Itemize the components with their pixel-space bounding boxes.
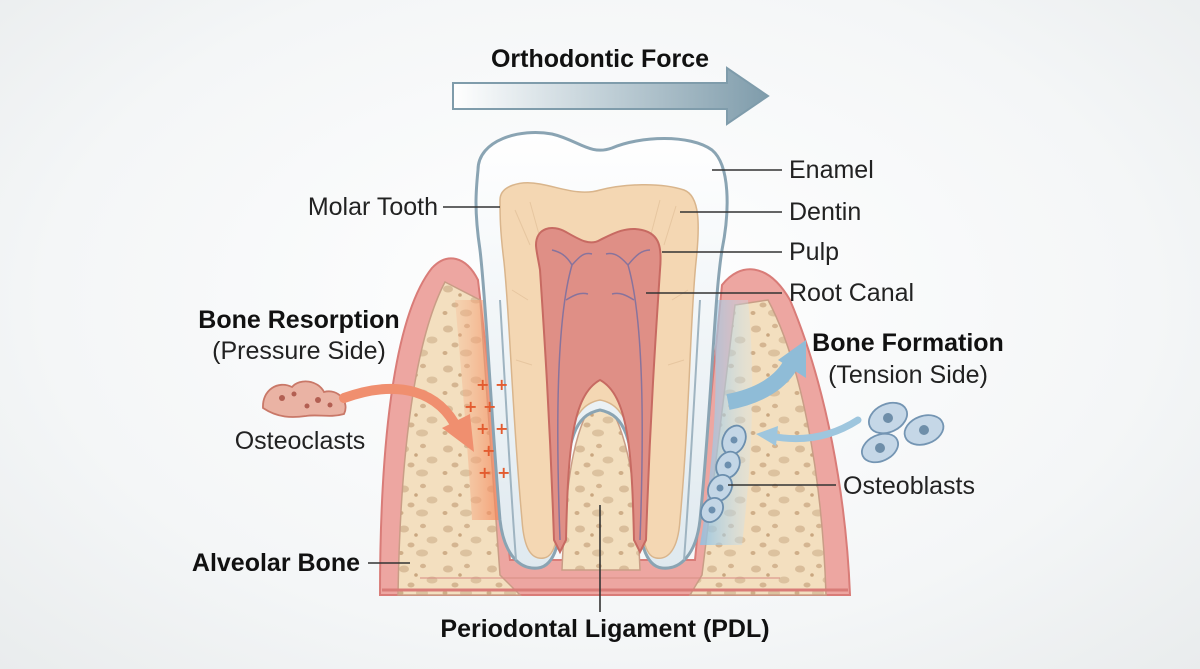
formation-arrow [726, 340, 806, 410]
svg-text:+ +: + + [478, 463, 510, 482]
orthodontic-force-label: Orthodontic Force [491, 45, 709, 73]
svg-text:+ +: + + [476, 375, 508, 394]
osteoclasts-label: Osteoclasts [235, 427, 366, 455]
root-canal-label: Root Canal [789, 279, 914, 307]
resorption-arrow [339, 383, 474, 452]
molar-tooth-label: Molar Tooth [308, 193, 438, 221]
pulp-label: Pulp [789, 238, 839, 266]
svg-text:+ +: + + [476, 419, 508, 438]
pressure-side-label: (Pressure Side) [212, 337, 386, 365]
bone-formation-label: Bone Formation [812, 329, 1004, 357]
osteoclasts-icon [262, 380, 347, 418]
osteoblasts-label: Osteoblasts [843, 472, 975, 500]
pdl-label: Periodontal Ligament (PDL) [440, 615, 769, 643]
pulp [534, 227, 662, 555]
osteoblasts-cells-inline [700, 424, 747, 523]
svg-text:+: + [482, 441, 495, 460]
orthodontic-force-arrow [452, 66, 770, 126]
osteoblasts-icon [861, 401, 945, 464]
enamel-label: Enamel [789, 156, 874, 184]
svg-text:+ +: + + [464, 397, 496, 416]
tension-side-label: (Tension Side) [828, 361, 988, 389]
dentin-label: Dentin [789, 198, 861, 226]
alveolar-bone-label: Alveolar Bone [192, 549, 360, 577]
bone-resorption-label: Bone Resorption [198, 306, 399, 334]
resorption-markers: + + + + + + + + + [464, 375, 510, 482]
molar-tooth [474, 131, 729, 570]
pulp-nerves [551, 249, 651, 541]
tension-arrow [756, 416, 862, 446]
